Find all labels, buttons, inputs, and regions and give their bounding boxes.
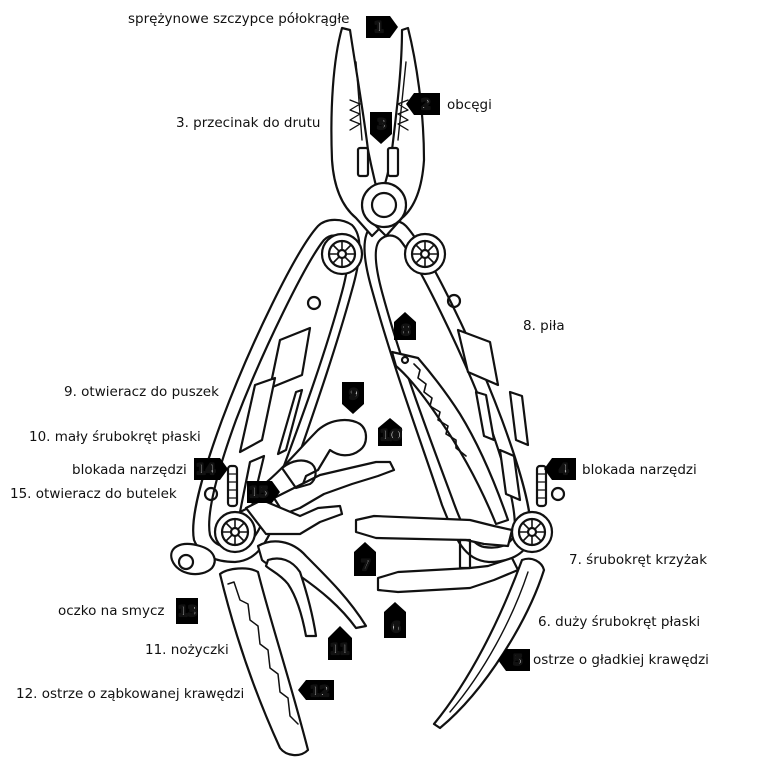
- svg-text:4: 4: [559, 462, 569, 478]
- svg-text:6: 6: [391, 620, 401, 636]
- label-large-flat-screwdriver: 6. duży śrubokręt płaski: [538, 614, 701, 630]
- badge-1: 1: [366, 16, 398, 38]
- svg-text:9: 9: [349, 387, 359, 403]
- badge-5: 5: [498, 649, 530, 671]
- badge-6: 6: [384, 602, 406, 638]
- badge-10: 1Ø: [378, 418, 403, 446]
- left-handle: [192, 218, 364, 564]
- badge-14: 14: [194, 458, 228, 480]
- label-wire-cutter: 3. przecinak do drutu: [176, 115, 321, 131]
- label-pliers: obcęgi: [447, 97, 492, 113]
- label-saw: 8. piła: [523, 318, 565, 334]
- badge-12: 12: [298, 680, 334, 701]
- svg-text:5: 5: [513, 653, 523, 669]
- label-lanyard-ring: oczko na smycz: [58, 603, 165, 619]
- plain-blade: [432, 557, 546, 730]
- svg-text:1Ø: 1Ø: [380, 428, 402, 444]
- left-small-tools: [244, 418, 396, 536]
- right-screwdrivers: [354, 514, 520, 594]
- svg-text:3: 3: [377, 117, 387, 133]
- label-scissors: 11. nożyczki: [145, 642, 229, 658]
- label-phillips-screwdriver: 7. śrubokręt krzyżak: [569, 552, 708, 568]
- badge-13: 13: [176, 598, 199, 624]
- scissors: [256, 540, 368, 638]
- badge-11: 11: [328, 626, 352, 660]
- svg-text:14: 14: [196, 462, 216, 478]
- label-serrated-edge-blade: 12. ostrze o ząbkowanej krawędzi: [16, 686, 245, 702]
- label-spring-needle-nose-pliers: sprężynowe szczypce półokrągłe: [128, 11, 350, 27]
- svg-text:8: 8: [401, 323, 411, 339]
- lanyard-ring: [170, 542, 216, 576]
- svg-text:2: 2: [421, 97, 431, 113]
- svg-text:13: 13: [178, 604, 197, 620]
- pliers-head: [330, 26, 426, 238]
- saw-blade: [390, 350, 510, 526]
- badge-4: 4: [544, 458, 576, 480]
- badge-3: 3: [370, 112, 392, 144]
- badge-8: 8: [394, 312, 416, 340]
- svg-text:15: 15: [249, 485, 268, 501]
- badge-15: 15: [247, 481, 280, 503]
- label-small-flat-screwdriver: 10. mały śrubokręt płaski: [29, 429, 201, 445]
- label-can-opener: 9. otwieracz do puszek: [64, 384, 219, 400]
- svg-text:1: 1: [374, 20, 384, 36]
- right-handle: [363, 218, 566, 564]
- badge-9: 9: [342, 382, 364, 414]
- label-plain-edge-blade: ostrze o gładkiej krawędzi: [533, 652, 709, 668]
- svg-text:7: 7: [361, 558, 371, 574]
- svg-text:11: 11: [330, 642, 349, 658]
- svg-text:12: 12: [310, 684, 329, 700]
- serrated-blade: [218, 567, 310, 757]
- badge-7: 7: [354, 542, 376, 576]
- label-tool-lock-left: blokada narzędzi: [72, 462, 187, 478]
- label-bottle-opener: 15. otwieracz do butelek: [10, 486, 177, 502]
- label-tool-lock-right: blokada narzędzi: [582, 462, 697, 478]
- badge-2: 2: [406, 93, 440, 115]
